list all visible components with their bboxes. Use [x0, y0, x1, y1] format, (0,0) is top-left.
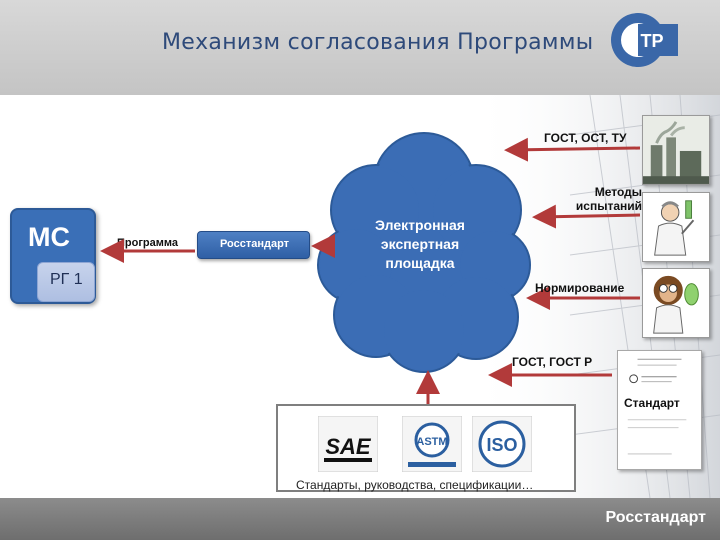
slide-title: Механизм согласования Программы	[162, 30, 593, 55]
cloud-line-2: экспертная	[350, 235, 490, 254]
svg-text:ТР: ТР	[640, 31, 663, 51]
cloud-line-1: Электронная	[350, 216, 490, 235]
methods-line-1: Методы	[560, 185, 642, 199]
scientist-icon	[642, 192, 710, 262]
iso-logo: ISO	[472, 416, 532, 472]
svg-text:ISO: ISO	[486, 435, 517, 455]
svg-text:SAE: SAE	[325, 434, 372, 459]
methods-label: Методы испытаний	[560, 185, 642, 213]
sae-logo: SAE	[318, 416, 378, 472]
standards-caption: Стандарты, руководства, спецификации…	[296, 478, 533, 492]
program-label: Программа	[117, 236, 178, 250]
document-label: Стандарт	[624, 396, 680, 410]
standards-frame: SAE ASTM ISO Стандарты, руководства, спе…	[276, 404, 576, 492]
footer-label: Росстандарт	[606, 509, 706, 527]
svg-text:ASTM: ASTM	[416, 436, 447, 448]
header-bar: Механизм согласования Программы ТР	[0, 0, 720, 95]
methods-line-2: испытаний	[560, 199, 642, 213]
monkey-scientist-icon	[642, 268, 710, 338]
document-icon: Стандарт	[617, 350, 702, 470]
rosstandart-box: Росстандарт	[197, 231, 310, 259]
rg-label: РГ 1	[50, 271, 83, 289]
cloud-label: Электронная экспертная площадка	[350, 216, 490, 273]
gost-gostr-label: ГОСТ, ГОСТ Р	[512, 355, 592, 369]
cloud-line-3: площадка	[350, 254, 490, 273]
factory-icon	[642, 115, 710, 185]
astm-logo: ASTM	[402, 416, 462, 472]
ms-label: МС	[28, 222, 70, 253]
norm-label: Нормирование	[535, 281, 624, 295]
gost-ost-tu-label: ГОСТ, ОСТ, ТУ	[544, 131, 626, 145]
str-logo: ТР	[608, 10, 678, 70]
rosstandart-box-label: Росстандарт	[198, 238, 311, 250]
rg-box: РГ 1	[37, 262, 95, 302]
footer-bar: Росстандарт	[0, 498, 720, 540]
